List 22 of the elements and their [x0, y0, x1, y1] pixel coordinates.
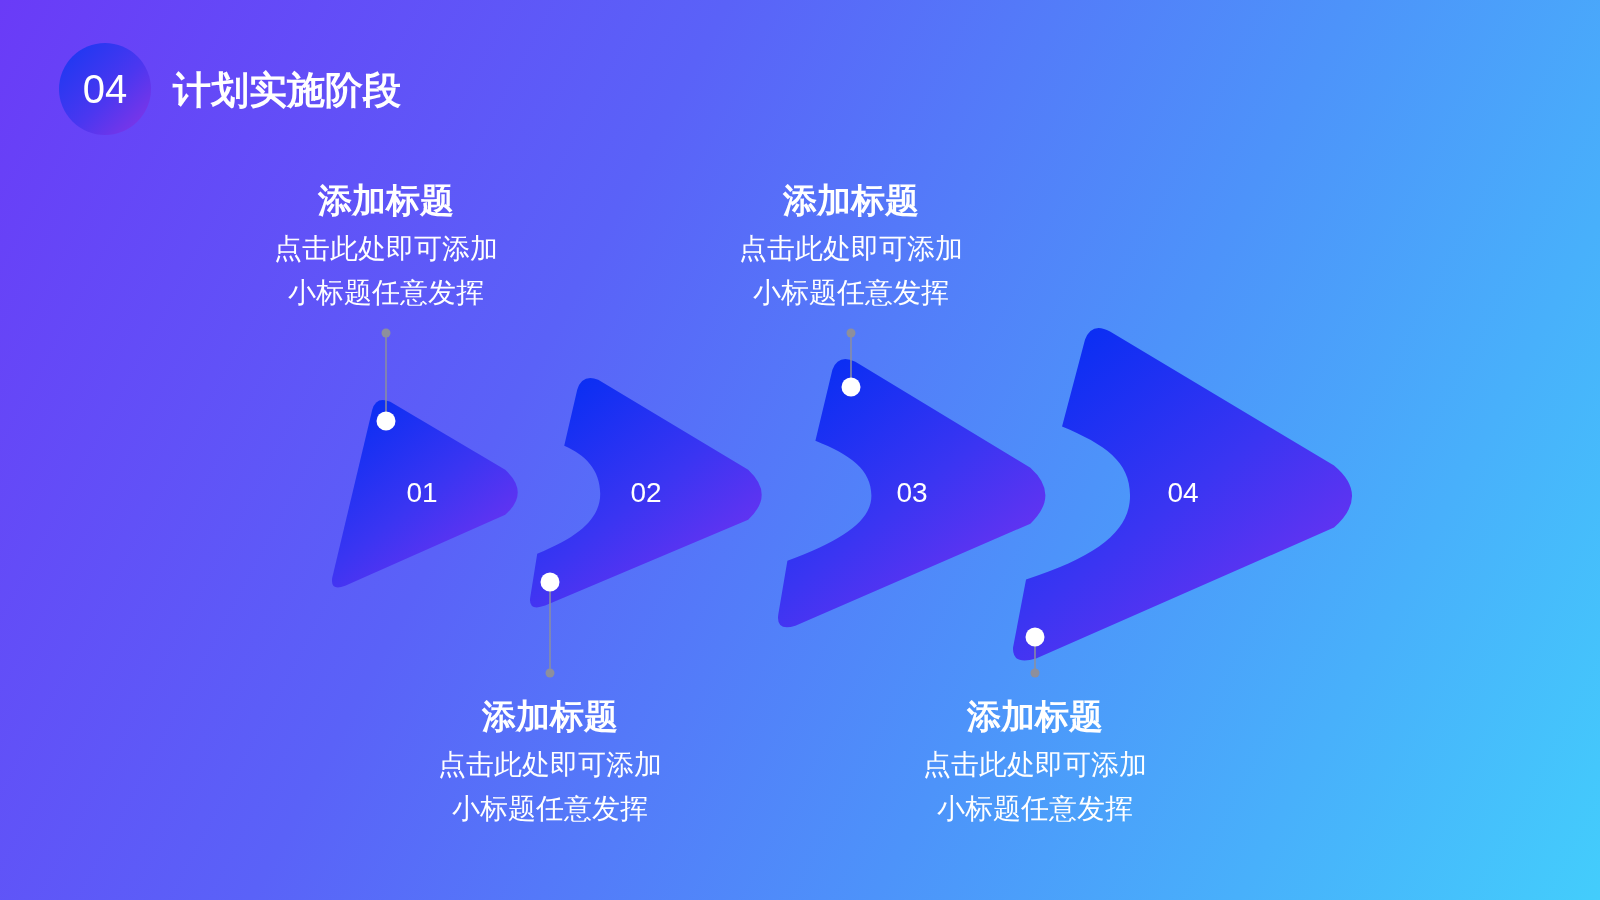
- chevron-shape: [331, 400, 518, 588]
- step-description: 点击此处即可添加小标题任意发挥: [273, 232, 499, 310]
- step-heading: 添加标题: [318, 180, 454, 221]
- step-description: 点击此处即可添加小标题任意发挥: [437, 748, 663, 826]
- chevron-shape: [529, 378, 762, 608]
- number-badge: 04: [59, 43, 151, 135]
- leader-line: [376, 328, 396, 431]
- step-description: 点击此处即可添加小标题任意发挥: [922, 748, 1148, 826]
- step-heading: 添加标题: [783, 180, 919, 221]
- step-heading: 添加标题: [482, 696, 618, 737]
- step-number: 03: [896, 477, 928, 509]
- leader-line: [540, 572, 560, 678]
- chevron-shape: [777, 359, 1045, 628]
- chevron-shape: [1012, 328, 1352, 661]
- leader-line: [1025, 627, 1045, 678]
- step-description: 点击此处即可添加小标题任意发挥: [738, 232, 964, 310]
- step-number: 02: [630, 477, 662, 509]
- step-heading: 添加标题: [967, 696, 1103, 737]
- slide-title: 计划实施阶段: [173, 68, 401, 113]
- step-number: 01: [406, 477, 438, 509]
- leader-line: [841, 328, 861, 397]
- step-number: 04: [1167, 477, 1199, 509]
